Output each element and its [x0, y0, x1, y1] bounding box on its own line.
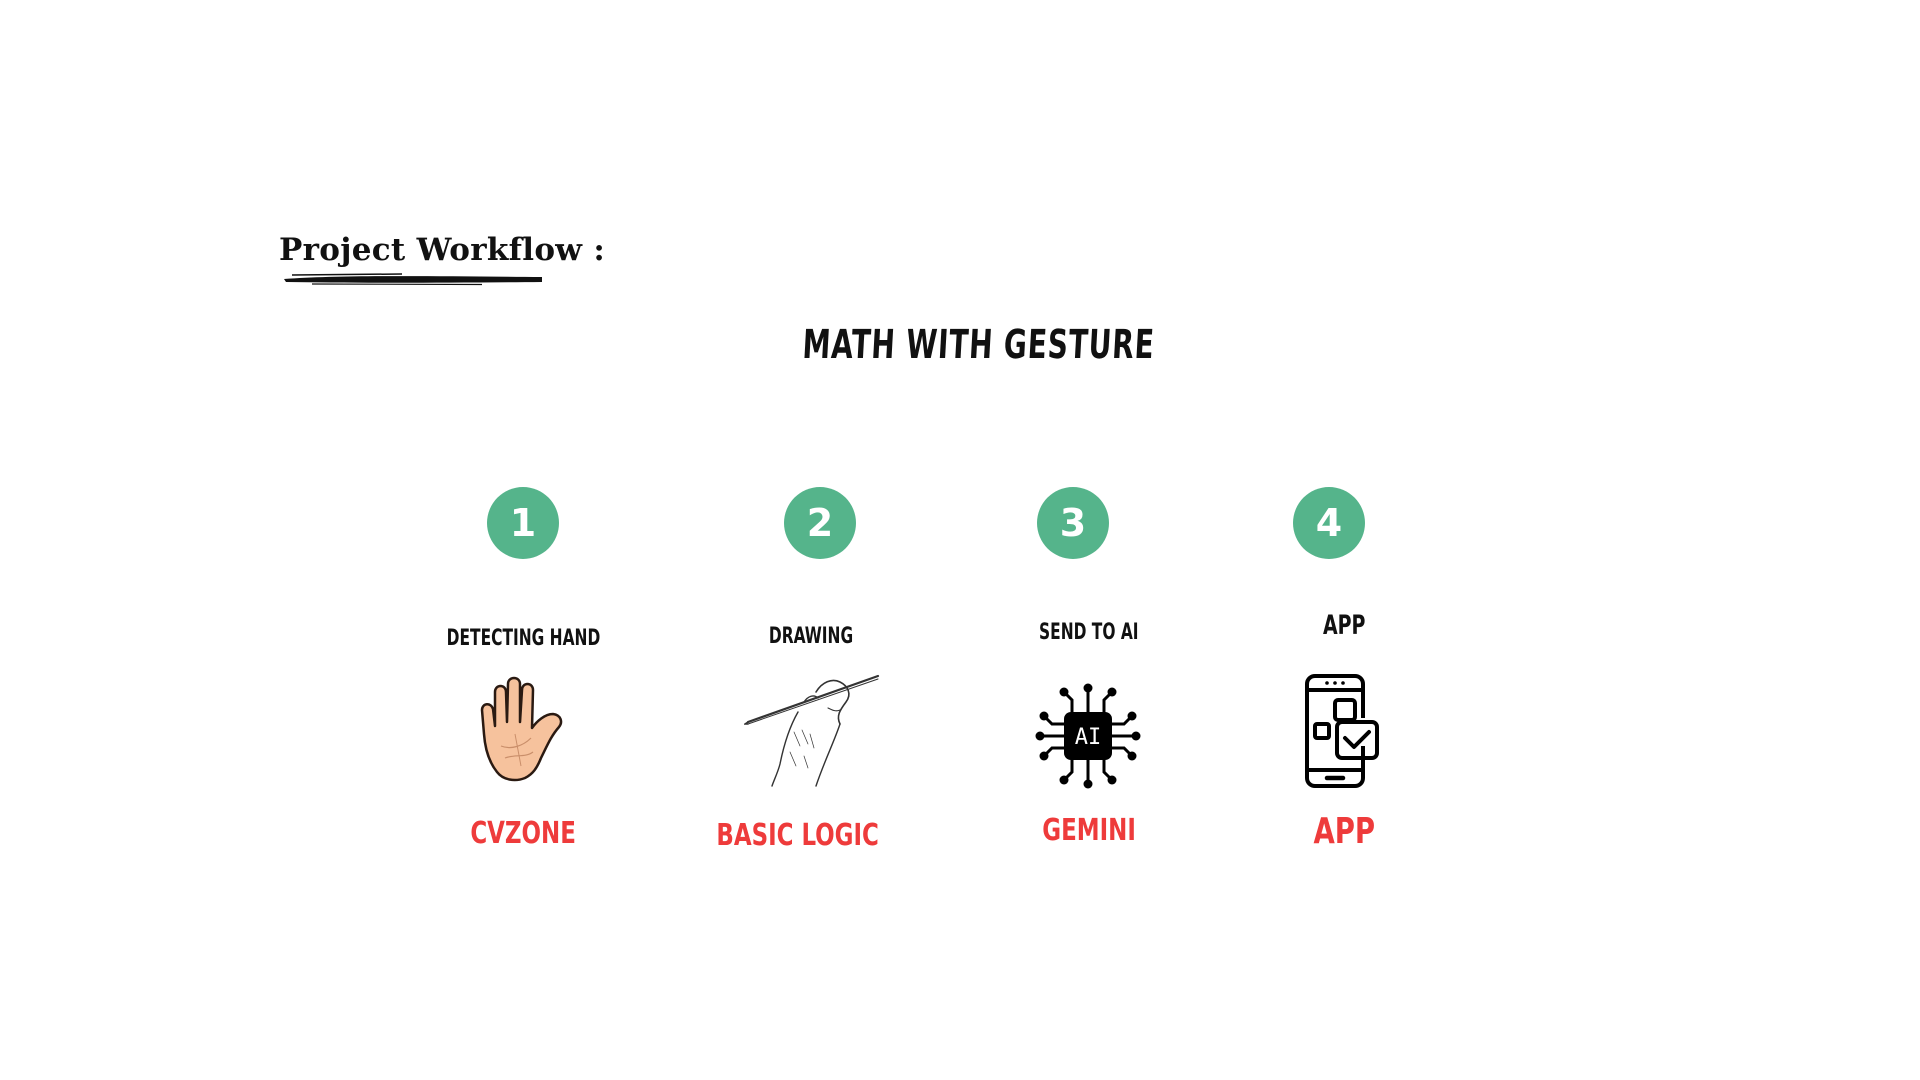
tech-label: CVZONE	[470, 816, 576, 851]
section-heading: Project Workflow :	[279, 232, 606, 268]
step-label: DRAWING	[768, 624, 854, 649]
step-number-badge: 3	[1037, 487, 1109, 559]
step-number-badge: 2	[784, 487, 856, 559]
ai-chip-icon: AI	[1035, 683, 1141, 789]
step-label: SEND TO AI	[1039, 620, 1139, 645]
heading-brush-underline	[284, 273, 542, 286]
step-label: DETECTING HAND	[446, 626, 600, 651]
page-title: MATH WITH GESTURE	[0, 322, 1920, 368]
tech-label: APP	[1313, 811, 1375, 852]
tech-label: BASIC LOGIC	[716, 818, 880, 853]
mobile-app-icon	[1305, 674, 1379, 788]
hand-icon	[480, 676, 563, 782]
step-label: APP	[1322, 610, 1366, 641]
svg-text:AI: AI	[1075, 725, 1102, 750]
pen-drawing-icon	[744, 674, 880, 787]
step-number-badge: 4	[1293, 487, 1365, 559]
page-title-text: MATH WITH GESTURE	[801, 322, 1157, 368]
tech-label: GEMINI	[1042, 813, 1136, 848]
step-number-badge: 1	[487, 487, 559, 559]
